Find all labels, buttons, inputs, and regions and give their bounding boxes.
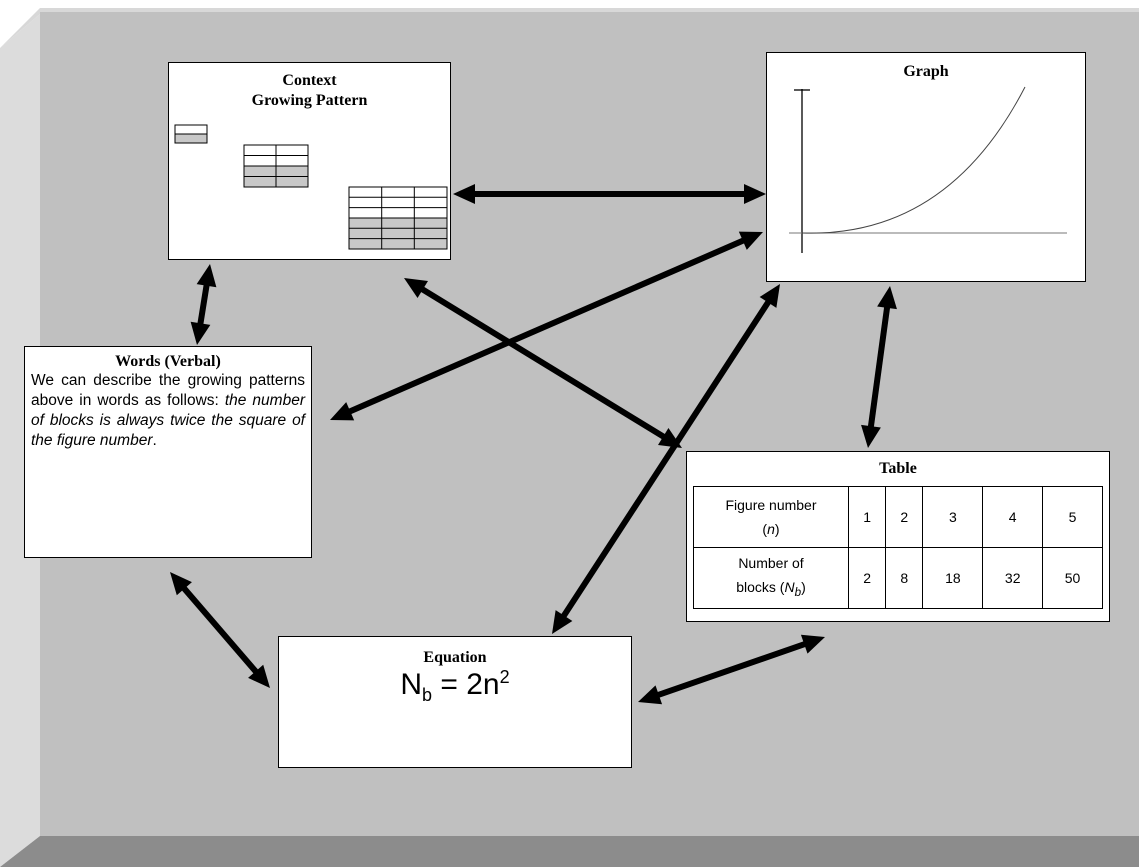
- panel-bevel-left: [0, 14, 40, 867]
- equation-formula: Nb = 2n2: [279, 667, 631, 706]
- table-cell: 8: [885, 547, 924, 609]
- table-row-figure-number: Figure number(n) 1 2 3 4 5: [693, 486, 1103, 548]
- words-text-plain: We can describe the growing patterns abo…: [31, 372, 305, 409]
- table-cell: 5: [1042, 486, 1103, 548]
- table-cell: 32: [982, 547, 1044, 609]
- row2-label-text-b: blocks: [736, 579, 776, 596]
- context-box: Context Growing Pattern: [168, 62, 451, 260]
- table-row-label: Figure number(n): [693, 486, 849, 548]
- table-cell: 2: [885, 486, 924, 548]
- table-cell: 4: [982, 486, 1044, 548]
- row2-label-text: Number of: [738, 555, 804, 572]
- equation-title: Equation: [423, 649, 487, 666]
- equation-box: Equation Nb = 2n2: [278, 636, 632, 768]
- pattern-figure-2: [243, 144, 309, 188]
- row2-label-var-sub: b: [794, 585, 802, 599]
- table-cell: 3: [922, 486, 984, 548]
- graph-curve: [801, 86, 1026, 234]
- context-title-line2: Growing Pattern: [251, 92, 368, 109]
- graph-plot: [789, 86, 1067, 253]
- row1-label-var: n: [767, 521, 775, 537]
- table-title: Table: [879, 460, 917, 477]
- pattern-figure-3: [348, 186, 448, 250]
- words-description: We can describe the growing patterns abo…: [31, 371, 305, 451]
- table-cell: 18: [922, 547, 984, 609]
- table-box: Table Figure number(n) 1 2 3 4 5 Number …: [686, 451, 1110, 622]
- words-text-end: .: [152, 432, 157, 449]
- table-cell: 50: [1042, 547, 1103, 609]
- row1-label-text: Figure number: [725, 497, 817, 513]
- equation-lhs-sub: b: [422, 685, 433, 705]
- graph-box: Graph: [766, 52, 1086, 282]
- equation-lhs: N: [400, 668, 423, 701]
- words-box: Words (Verbal) We can describe the growi…: [24, 346, 312, 558]
- growing-pattern-figures: [174, 124, 448, 250]
- table-cell: 2: [847, 547, 887, 609]
- pattern-figure-1: [174, 124, 208, 144]
- words-title: Words (Verbal): [115, 353, 221, 370]
- equation-exponent: 2: [499, 667, 510, 687]
- context-title-line1: Context: [282, 72, 337, 89]
- row2-label-var: N: [784, 579, 795, 596]
- panel-shadow-bottom: [0, 836, 1139, 867]
- context-title: Context Growing Pattern: [169, 71, 450, 111]
- graph-title: Graph: [903, 63, 949, 80]
- table-cell: 1: [847, 486, 887, 548]
- equation-middle: = 2n: [432, 668, 500, 701]
- words-text-italic: the number of blocks is always twice the…: [31, 392, 305, 449]
- data-table: Figure number(n) 1 2 3 4 5 Number of bloc…: [693, 486, 1103, 609]
